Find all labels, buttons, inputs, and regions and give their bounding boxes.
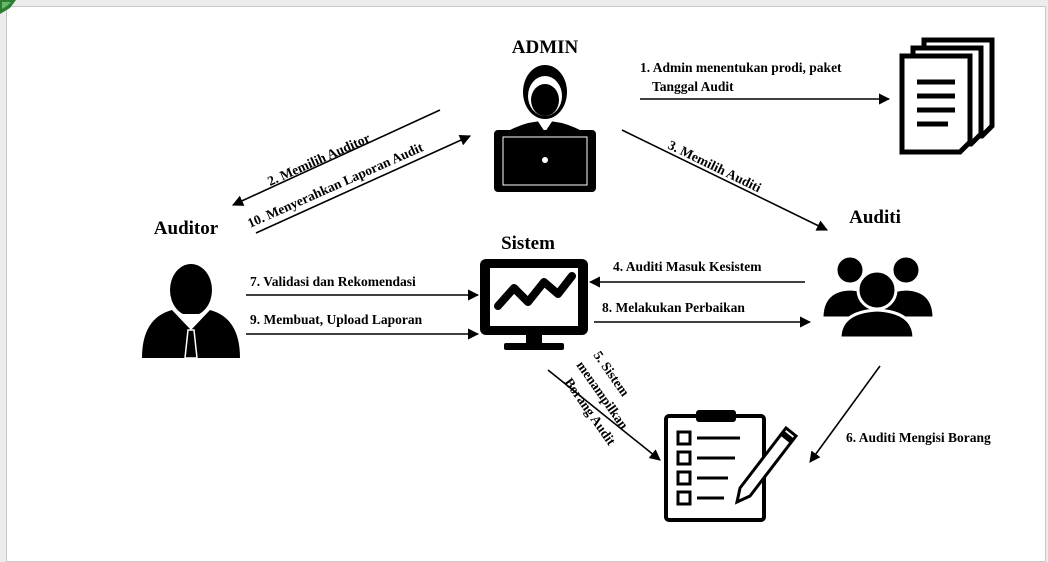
auditor-title: Auditor [154, 218, 219, 239]
label-8: 8. Melakukan Perbaikan [602, 300, 745, 315]
auditi-title: Auditi [849, 207, 901, 228]
admin-title: ADMIN [512, 37, 579, 58]
checklist-form-icon [664, 410, 799, 522]
arrow-5 [547, 369, 661, 461]
label-4: 4. Auditi Masuk Kesistem [613, 259, 762, 274]
group-icon [820, 254, 936, 340]
sistem-title: Sistem [501, 233, 555, 254]
app-corner-icon [0, 0, 16, 14]
auditor-person-icon [142, 264, 240, 359]
label-1-line1: 1. Admin menentukan prodi, paket [640, 60, 842, 75]
monitor-chart-icon [480, 259, 588, 350]
documents-stack-icon [899, 37, 995, 155]
arrow-3 [621, 129, 829, 231]
label-9: 9. Membuat, Upload Laporan [250, 312, 423, 327]
label-6: 6. Auditi Mengisi Borang [846, 430, 991, 445]
label-7: 7. Validasi dan Rekomendasi [250, 274, 416, 289]
arrow-2 [231, 109, 441, 206]
admin-laptop-icon [494, 65, 596, 192]
label-1-line2: Tanggal Audit [652, 79, 734, 94]
label-3: 3. Memilih Auditi [666, 137, 764, 195]
arrow-10 [255, 135, 472, 234]
arrow-6 [809, 365, 881, 463]
